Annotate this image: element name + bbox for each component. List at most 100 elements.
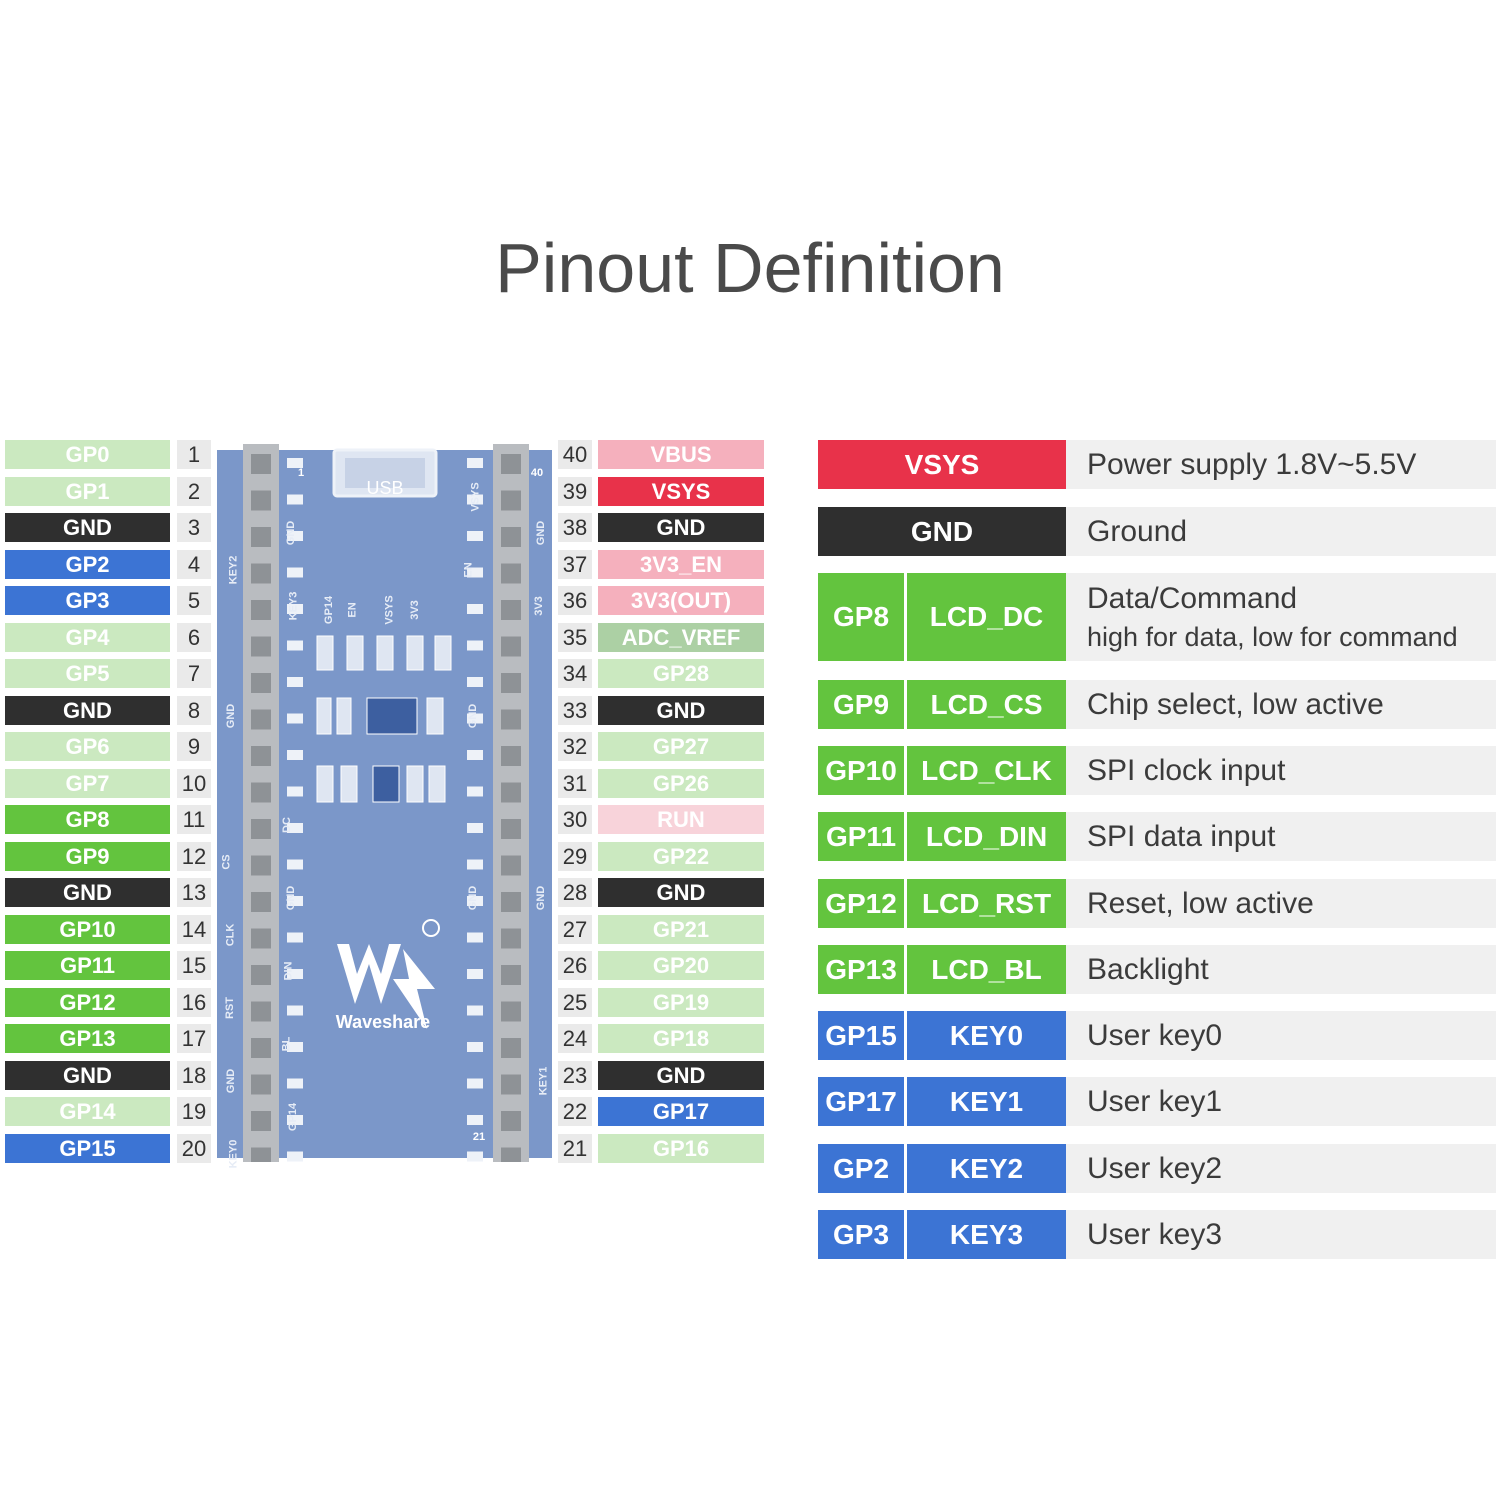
silkscreen-label: KEY0 [227,1139,240,1168]
pin-hole [251,673,271,693]
pin-hole [251,746,271,766]
silkscreen-label: 3V3 [408,600,421,620]
left-pin-number: 6 [177,622,211,652]
pin-hole [251,490,271,511]
solder-pad [287,640,303,651]
pin-hole [501,673,521,693]
left-pin-label: GP3 [5,586,170,615]
silkscreen-label: RST [224,996,236,1019]
function-cell: KEY3 [907,1210,1066,1259]
description-cell: Chip select, low active [1066,680,1496,729]
pin-hole [251,855,271,876]
right-pin-label: GND [598,695,764,725]
description-text: Backlight [1087,952,1209,986]
solder-pad [467,1042,483,1052]
solder-pad [467,604,483,614]
solder-pad [287,750,303,760]
left-pin-number: 19 [177,1097,211,1126]
right-pin-label: GP21 [598,914,764,944]
right-pin-number: 23 [558,1060,592,1090]
right-pin-number: 24 [558,1024,592,1053]
solder-pad [287,531,303,541]
silkscreen-label: KEY3 [287,591,300,621]
pin-hole [251,1074,271,1095]
left-pin-number: 11 [177,805,211,834]
description-cell: Power supply 1.8V~5.5V [1066,440,1496,489]
usb-label: USB [366,478,403,498]
solder-pad [287,1078,303,1089]
silkscreen-label: GP14 [323,595,336,625]
left-pin-number: 15 [177,951,211,980]
right-pin-label: GP18 [598,1024,764,1053]
right-pin-label: 3V3(OUT) [598,586,764,615]
solder-pad [467,458,483,468]
pin-hole [501,454,521,474]
left-pin-label: GP9 [5,841,170,871]
silkscreen-label: VSYS [383,595,396,625]
right-pin-label: VBUS [598,440,764,469]
right-pin-label: GP20 [598,951,764,980]
solder-pad [287,896,303,906]
pin-cell: GND [818,507,1066,556]
function-cell: LCD_CLK [907,746,1066,795]
left-pin-number: 3 [177,513,211,542]
description-text: Power supply 1.8V~5.5V [1087,447,1417,481]
right-pin-number: 38 [558,513,592,542]
silkscreen-label: GND [225,1068,238,1093]
board-components [316,635,452,803]
description-text: Chip select, low active [1087,687,1384,721]
function-cell: LCD_DIN [907,812,1066,861]
right-pin-number: 28 [558,878,592,907]
solder-pad [287,494,303,505]
description-cell: SPI clock input [1066,746,1496,795]
pin-1-marker: 1 [298,467,304,479]
pin-hole [501,709,521,730]
solder-pad [467,859,483,870]
silkscreen-label: GND [285,520,298,546]
pin-hole [501,1111,521,1131]
left-pin-label: GP7 [5,768,170,798]
registered-mark-icon [422,919,440,937]
left-pin-number: 7 [177,659,211,688]
silkscreen-label: VSYS [469,481,482,512]
right-pin-label: VSYS [598,476,764,506]
solder-pad [467,786,483,797]
pin-cell: GP17 [818,1077,904,1126]
description-cell: Ground [1066,507,1496,556]
left-pin-number: 10 [177,768,211,798]
left-pin-number: 9 [177,732,211,761]
solder-pad [287,567,303,578]
left-pin-label: GP6 [5,732,170,761]
left-pin-label: GP1 [5,476,170,506]
silkscreen-label: EN [462,561,475,578]
right-pin-number: 32 [558,732,592,761]
silkscreen-label: GND [535,885,548,911]
pin-cell: GP3 [818,1210,904,1259]
pin-hole [251,1147,271,1168]
right-pin-number: 37 [558,549,592,579]
left-pin-label: GP13 [5,1024,170,1053]
left-pin-label: GP0 [5,440,170,469]
function-cell: KEY2 [907,1144,1066,1193]
description-cell: SPI data input [1066,812,1496,861]
pin-hole [501,1147,521,1168]
waveshare-logo-w [337,944,401,1004]
pin-hole [501,855,521,876]
pin-hole [501,527,521,547]
right-pin-number: 22 [558,1097,592,1126]
pin-40-marker: 40 [531,467,543,479]
silkscreen-label: GND [535,520,548,546]
function-cell: LCD_CS [907,680,1066,729]
left-pin-number: 17 [177,1024,211,1053]
board-illustration: USB Waveshare 1 40 21 [217,438,552,1168]
left-pin-number: 5 [177,586,211,615]
right-pin-number: 35 [558,622,592,652]
pin-cell: GP8 [818,573,904,661]
right-pin-label: RUN [598,805,764,834]
pin-holes [251,454,521,1168]
